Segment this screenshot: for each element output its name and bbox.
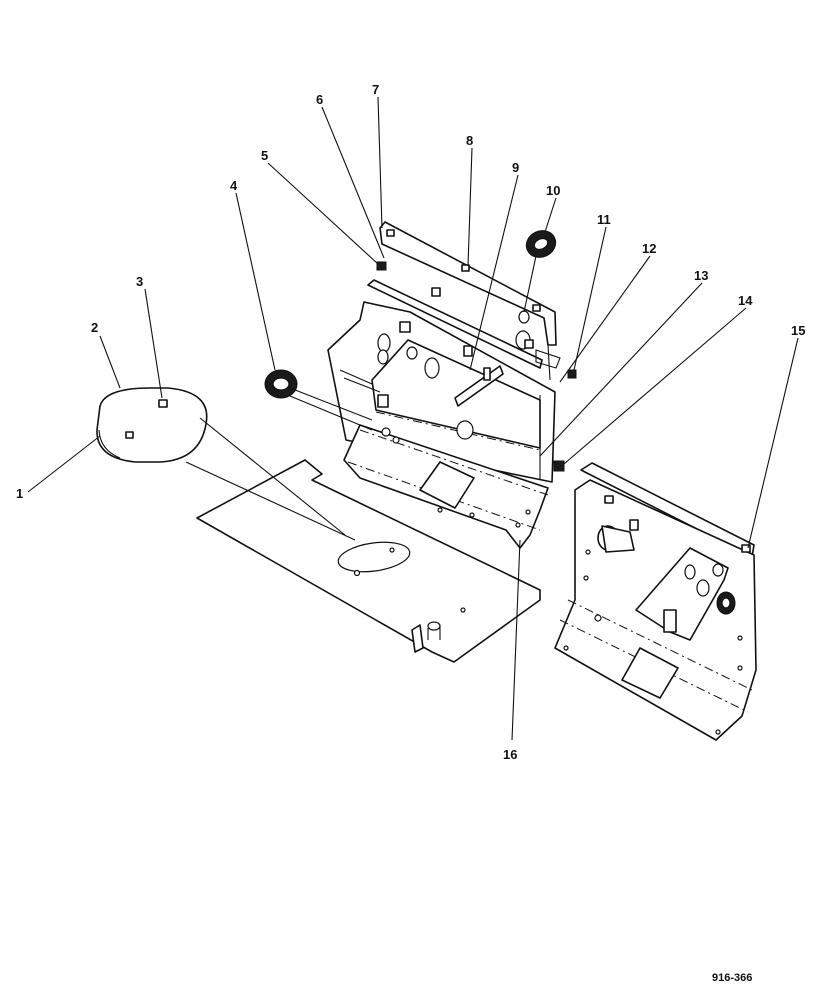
grommet-left [264, 369, 298, 399]
callout-10: 10 [546, 183, 560, 198]
callout-9: 9 [512, 160, 519, 175]
top-bracket [379, 221, 557, 346]
callout-5: 5 [261, 148, 268, 163]
callout-11: 11 [597, 212, 611, 227]
main-bulkhead [327, 221, 561, 549]
callout-15: 15 [791, 323, 805, 338]
grommet-top [525, 230, 557, 258]
callout-labels: 1 2 3 4 5 6 7 8 9 10 11 12 13 14 15 16 [16, 82, 805, 762]
callout-4: 4 [230, 178, 238, 193]
clip-11 [567, 369, 577, 379]
nut-5 [376, 261, 387, 271]
callout-8: 8 [466, 133, 473, 148]
callout-3: 3 [136, 274, 143, 289]
callout-13: 13 [694, 268, 708, 283]
callout-2: 2 [91, 320, 98, 335]
base-plate [196, 459, 541, 663]
leader-lines [27, 96, 799, 741]
clip-14 [553, 460, 565, 472]
callout-7: 7 [372, 82, 379, 97]
oval-cover [96, 387, 208, 463]
callout-6: 6 [316, 92, 323, 107]
cover-clip [158, 399, 168, 408]
base-plate-tab [411, 624, 424, 653]
callout-14: 14 [738, 293, 753, 308]
callout-12: 12 [642, 241, 656, 256]
drawing-number: 916-366 [712, 972, 753, 984]
assembly-lines [185, 255, 537, 541]
callout-1: 1 [16, 486, 23, 501]
callout-16: 16 [503, 747, 517, 762]
right-bulkhead [554, 462, 757, 741]
